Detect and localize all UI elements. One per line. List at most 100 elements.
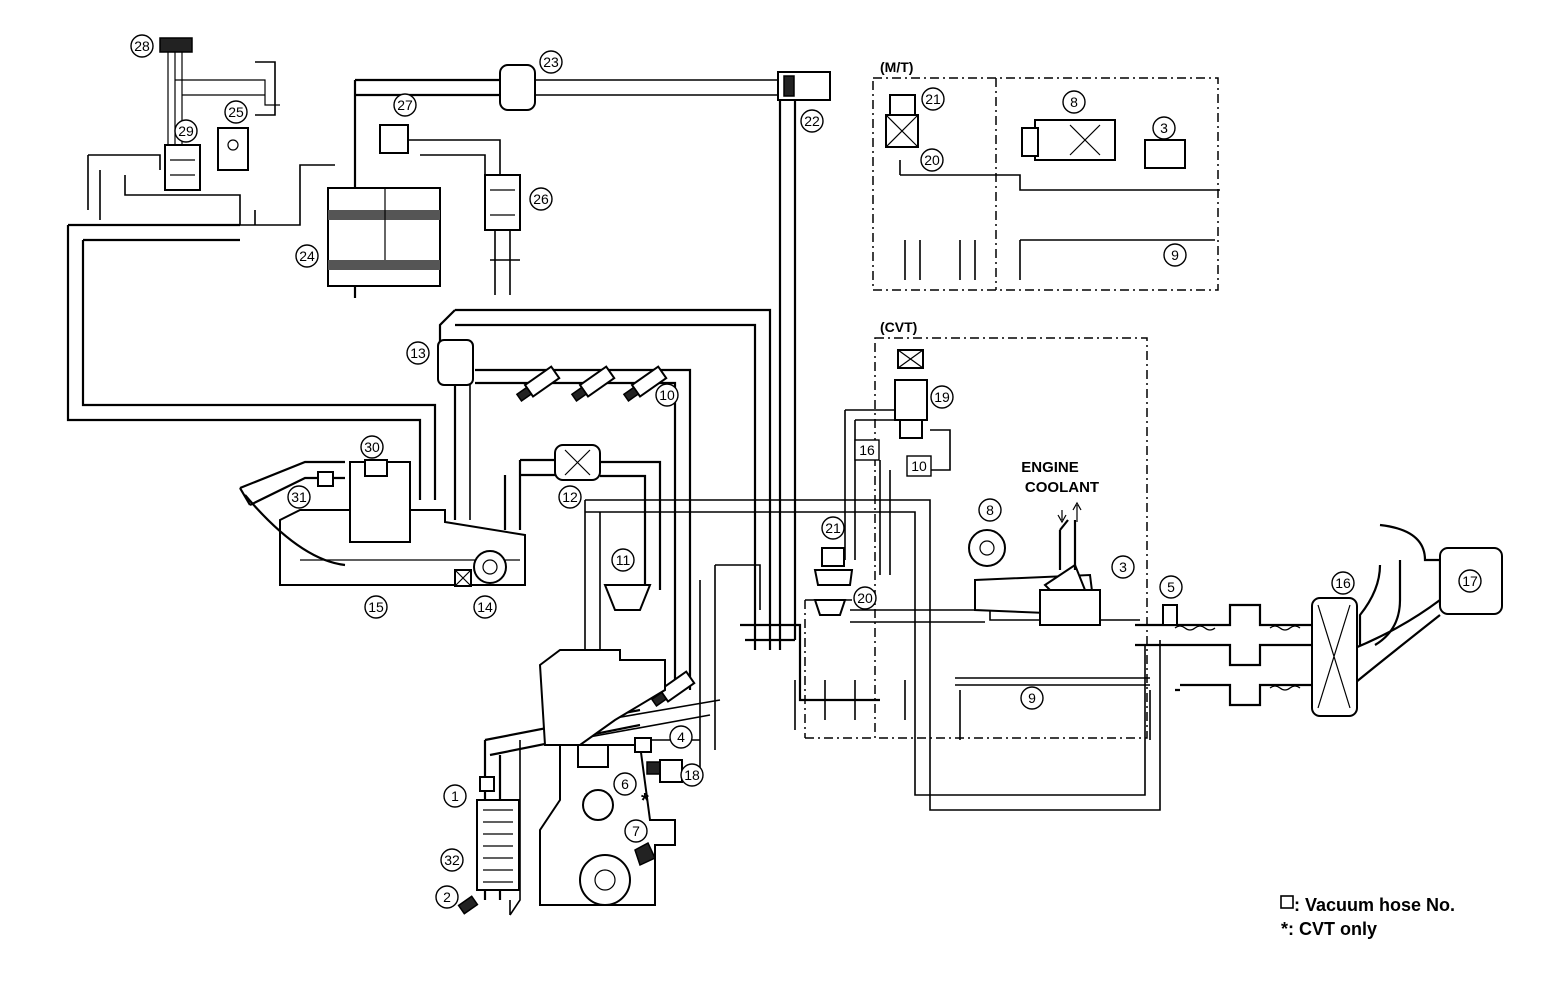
svg-text:1: 1	[451, 788, 459, 804]
oxygen-sensor-2-icon	[457, 895, 479, 915]
mt-component-3	[1144, 139, 1186, 169]
callout-8-cvt: 8	[978, 498, 1002, 522]
svg-text:25: 25	[228, 104, 244, 120]
svg-text:12: 12	[562, 489, 578, 505]
legend: : Vacuum hose No. *: CVT only	[1280, 895, 1455, 939]
svg-text:17: 17	[1462, 573, 1478, 589]
coolant-flow-arrows-icon	[1057, 501, 1082, 524]
callout-6: 6	[613, 772, 637, 796]
component-3-cvt	[1039, 589, 1101, 626]
svg-text:30: 30	[364, 439, 380, 455]
callout-30: 30	[360, 435, 384, 459]
solenoid-19-valve	[899, 419, 923, 439]
solenoid-21-body	[813, 569, 854, 586]
svg-text:11: 11	[616, 552, 631, 568]
svg-text:21: 21	[925, 91, 941, 107]
callout-5: 5	[1159, 575, 1183, 599]
intake-manifold	[538, 649, 666, 746]
vacuum-hose-box-icon	[1280, 895, 1294, 909]
component-22	[777, 71, 831, 101]
svg-text:20: 20	[924, 152, 940, 168]
component-13	[437, 339, 474, 386]
svg-text:4: 4	[677, 729, 685, 745]
fuel-pressure-regulator-icon	[437, 339, 474, 386]
svg-text:15: 15	[368, 599, 384, 615]
svg-text:32: 32	[444, 852, 460, 868]
charcoal-canister	[327, 187, 441, 287]
fuel-filler-cap-icon	[159, 37, 193, 53]
component-16-resonator	[1311, 597, 1358, 717]
catalytic-converter	[476, 799, 520, 891]
fuel-tank	[279, 509, 526, 586]
callout-28: 28	[130, 34, 154, 58]
callout-11: 11	[611, 548, 635, 572]
callout-15: 15	[364, 595, 388, 619]
svg-text:16: 16	[1335, 575, 1351, 591]
component-11	[603, 584, 652, 611]
solenoid-21-icon	[821, 547, 845, 567]
mt-section-label: (M/T)	[880, 59, 913, 75]
callout-21: 21	[921, 87, 945, 111]
timing-gear-icon	[579, 854, 631, 906]
callout-20: 20	[920, 148, 944, 172]
callouts: 1 2 3 4 5 6 7 8 9 10 11 12 13 14 15 16 1…	[130, 34, 1482, 909]
callout-8: 8	[1062, 90, 1086, 114]
cvt-section: (CVT)	[804, 319, 1148, 739]
valve-20-icon	[813, 599, 847, 616]
callout-16: 16	[1331, 571, 1355, 595]
vent-valve-icon	[217, 127, 249, 171]
svg-text:3: 3	[1160, 120, 1168, 136]
callout-26: 26	[529, 187, 553, 211]
callout-22: 22	[800, 109, 824, 133]
svg-text:29: 29	[178, 123, 194, 139]
svg-text:2: 2	[443, 889, 451, 905]
component-1	[479, 776, 495, 792]
mt-idle-control-valve	[1034, 119, 1116, 161]
svg-text:31: 31	[291, 489, 307, 505]
svg-text:5: 5	[1167, 579, 1175, 595]
component-32	[476, 799, 520, 891]
svg-text:7: 7	[632, 823, 640, 839]
svg-text:3: 3	[1119, 559, 1127, 575]
legend-cvt-only: *: CVT only	[1281, 919, 1377, 939]
callout-31: 31	[287, 485, 311, 509]
intake-air-temp-sensor-icon	[1162, 604, 1178, 626]
callout-3: 3	[1152, 116, 1176, 140]
engine-coolant-annotation: ENGINE COOLANT	[1021, 459, 1099, 496]
callout-23: 23	[539, 50, 563, 74]
component-20-cvt	[813, 599, 847, 616]
callout-32: 32	[440, 848, 464, 872]
callout-3-cvt: 3	[1111, 555, 1135, 579]
callout-29: 29	[174, 119, 198, 143]
crank-sensor-7	[634, 841, 656, 867]
component-21-cvt	[813, 547, 854, 586]
callout-9: 9	[1163, 243, 1187, 267]
hose-number-16: 16	[854, 439, 880, 461]
solenoid-19-body	[894, 379, 928, 421]
component-31	[317, 471, 334, 487]
svg-text:21: 21	[825, 520, 841, 536]
callout-25: 25	[224, 100, 248, 124]
mt-component-21	[885, 94, 919, 148]
svg-text:26: 26	[533, 191, 549, 207]
svg-text:20: 20	[857, 590, 873, 606]
component-18-valve	[659, 759, 683, 783]
hose-network	[66, 78, 1503, 916]
component-29	[164, 144, 201, 191]
component-5	[1162, 604, 1178, 626]
callout-27: 27	[393, 93, 417, 117]
pressure-sensor-icon	[379, 124, 409, 154]
component-2	[457, 895, 479, 915]
mt-component-8	[1021, 119, 1116, 161]
component-6-sensor	[646, 761, 662, 775]
engine-coolant-line2: COOLANT	[1025, 479, 1099, 496]
svg-text:18: 18	[684, 767, 700, 783]
component-12	[554, 444, 601, 481]
svg-text:16: 16	[859, 442, 875, 458]
svg-text:9: 9	[1028, 690, 1036, 706]
vacuum-hose-labels: 16 10	[854, 439, 932, 477]
two-way-valve-icon	[164, 144, 201, 191]
svg-text:10: 10	[659, 387, 675, 403]
svg-text:27: 27	[397, 97, 413, 113]
valve-26-icon	[484, 174, 521, 231]
